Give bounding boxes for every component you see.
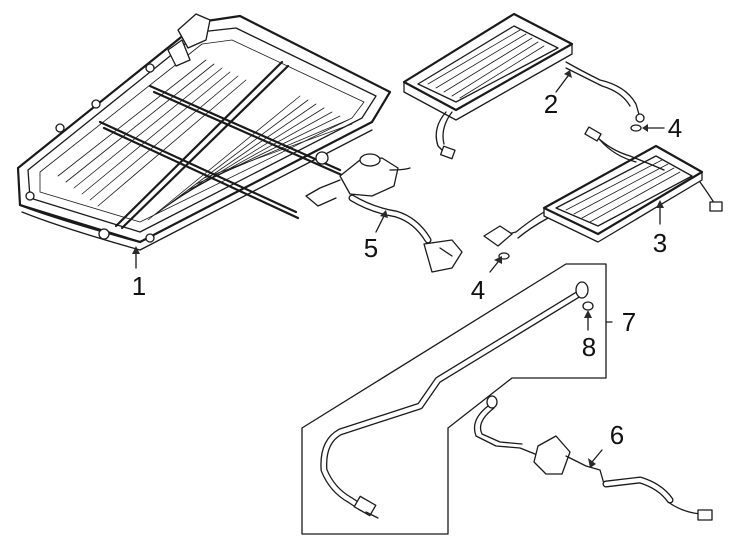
cooling-plate-part-2	[402, 12, 645, 160]
hose-assembly-part-6	[473, 395, 713, 521]
callout-3: 3	[652, 228, 668, 258]
valve-hose-part-5	[305, 153, 463, 273]
coolant-line-part-7	[301, 263, 613, 535]
callout-5: 5	[363, 233, 379, 263]
seal-part-8	[582, 301, 594, 331]
seal-part-4-lower	[489, 252, 510, 273]
callout-4-lower: 4	[470, 275, 486, 305]
callout-8: 8	[581, 332, 597, 362]
seal-part-4-upper	[630, 124, 665, 132]
callout-2: 2	[543, 89, 559, 119]
callout-7: 7	[621, 307, 637, 337]
callout-1: 1	[131, 271, 147, 301]
battery-tray-part-1	[16, 13, 392, 269]
callout-6: 6	[609, 420, 625, 450]
cooling-plate-part-3	[483, 126, 723, 247]
callout-4-upper: 4	[667, 113, 683, 143]
